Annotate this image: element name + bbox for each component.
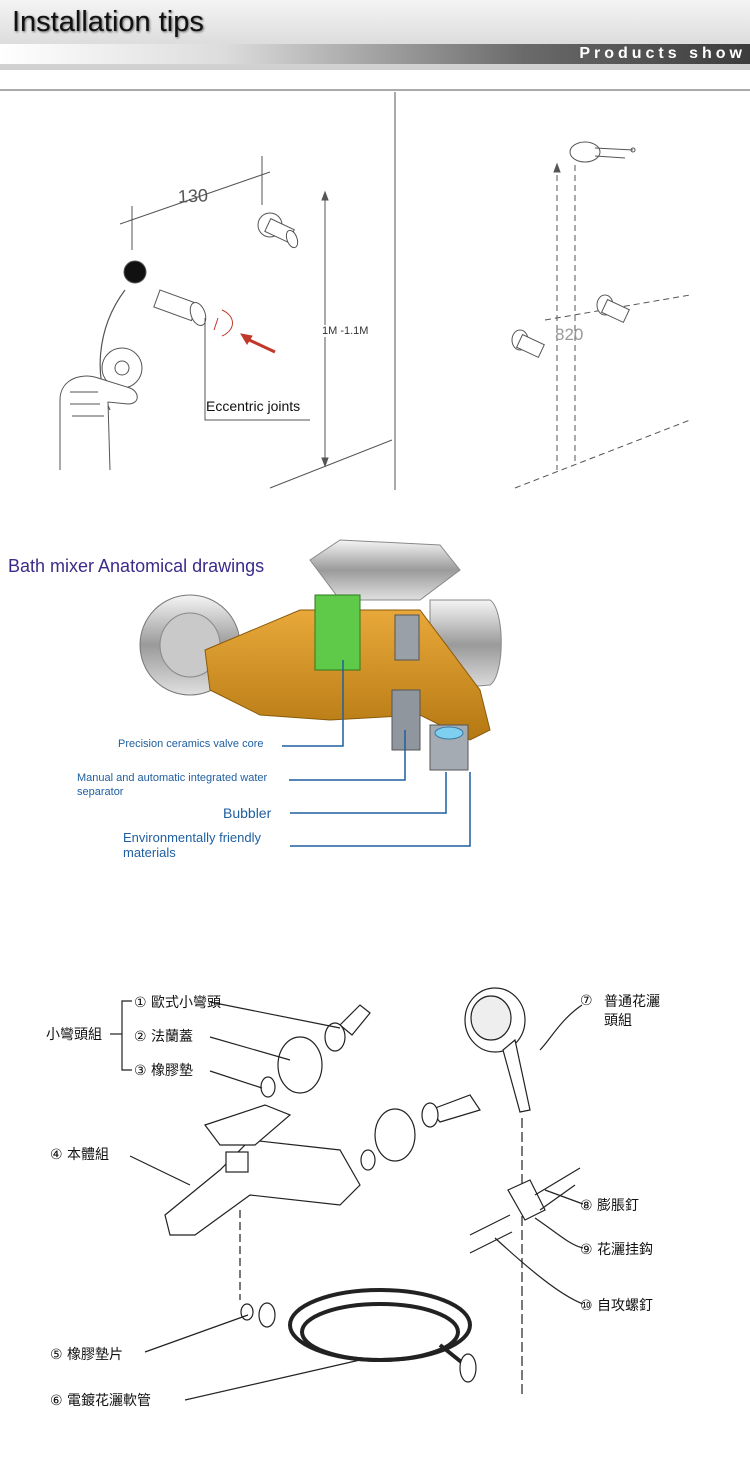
spacing-dimension-label: 820 <box>555 325 584 344</box>
group-bracket <box>121 1000 132 1071</box>
floor-line-right <box>514 419 691 489</box>
leader-2 <box>209 1036 291 1061</box>
part-label-6: ⑥ 電鍍花灑軟管 <box>50 1393 152 1409</box>
floor-line-left <box>269 439 393 489</box>
flange-cover-right-icon <box>374 1108 416 1162</box>
leader-10 <box>494 1237 584 1305</box>
header-subtitle: Products show <box>579 45 746 62</box>
rubber-washer-icon <box>260 1076 276 1098</box>
page-title: Installation tips <box>12 6 204 38</box>
header-banner: Installation tips Products show <box>0 0 750 70</box>
callout-bubbler: Bubbler <box>223 805 272 821</box>
shower-head-icon <box>464 987 531 1113</box>
faucet-lever-icon <box>204 1104 292 1146</box>
leader-8 <box>544 1189 584 1205</box>
callout-valve-core: Precision ceramics valve core <box>118 738 264 750</box>
part-label-7-text: 普通花灑頭組 <box>604 994 660 1029</box>
leader-4 <box>129 1155 191 1186</box>
part-label-8: ⑧ 膨脹釘 <box>580 1198 640 1214</box>
shower-hook-icon <box>507 1179 546 1221</box>
push-arrow-icon <box>244 336 276 354</box>
part-label-2: ② 法蘭蓋 <box>134 1029 194 1045</box>
arrow-down-icon <box>321 457 329 468</box>
wall-hole-icon <box>123 260 147 284</box>
inlet-pipe-right-panel-a <box>511 329 545 359</box>
valve-core-green <box>314 594 361 671</box>
leader-6 <box>184 1359 361 1401</box>
group-label: 小彎頭組 <box>46 1027 102 1043</box>
leader-9 <box>534 1217 584 1249</box>
elbow-part-right-icon <box>421 1094 481 1128</box>
arrow-up-icon <box>321 190 329 201</box>
part-label-7: ⑦ <box>580 993 593 1009</box>
leader-3 <box>209 1070 263 1089</box>
rotate-arrow-icon <box>213 309 233 337</box>
part-label-1: ① 歐式小彎頭 <box>134 995 222 1011</box>
part-label-4: ④ 本體組 <box>50 1147 110 1163</box>
eccentric-joints-label: Eccentric joints <box>206 398 301 414</box>
callout-materials: Environmentally friendly materials <box>123 830 262 860</box>
inlet-pipe-right <box>257 212 299 249</box>
gasket-icon <box>240 1303 254 1321</box>
header-gradient-bar <box>0 44 750 64</box>
part-label-10: ⑩ 自攻螺釘 <box>580 1298 654 1314</box>
leader-7 <box>539 1004 583 1051</box>
callout-leaders <box>282 660 471 847</box>
leader-1 <box>209 1001 341 1029</box>
height-dimension-label: 1M -1.1M <box>322 325 369 337</box>
flange-cover-icon <box>277 1036 323 1094</box>
elbow-part-icon <box>324 1004 371 1052</box>
diverter-icon <box>225 1151 249 1173</box>
callout-water-separator: Manual and automatic integrated water se… <box>77 772 268 798</box>
water-separator-core <box>391 689 421 751</box>
hand-icon <box>59 375 138 471</box>
hose-nut-icon <box>258 1302 276 1328</box>
shower-holder-icon <box>569 141 636 163</box>
part-label-5: ⑤ 橡膠墊片 <box>50 1347 124 1363</box>
eccentric-leader <box>204 318 310 421</box>
inlet-pipe-left <box>153 289 207 327</box>
part-label-9: ⑨ 花灑挂鈎 <box>580 1242 654 1258</box>
leader-5 <box>144 1314 249 1353</box>
faucet-body-icon <box>164 1139 361 1236</box>
inlet-pipe-right-panel-b <box>596 294 630 324</box>
installation-diagram <box>0 89 750 490</box>
diverter-knob-icon <box>394 614 420 661</box>
anatomy-title: Bath mixer Anatomical drawings <box>8 556 265 576</box>
part-label-3: ③ 橡膠墊 <box>134 1063 194 1079</box>
mixer-cutaway-illustration <box>139 539 502 847</box>
width-dimension-line <box>119 171 271 225</box>
